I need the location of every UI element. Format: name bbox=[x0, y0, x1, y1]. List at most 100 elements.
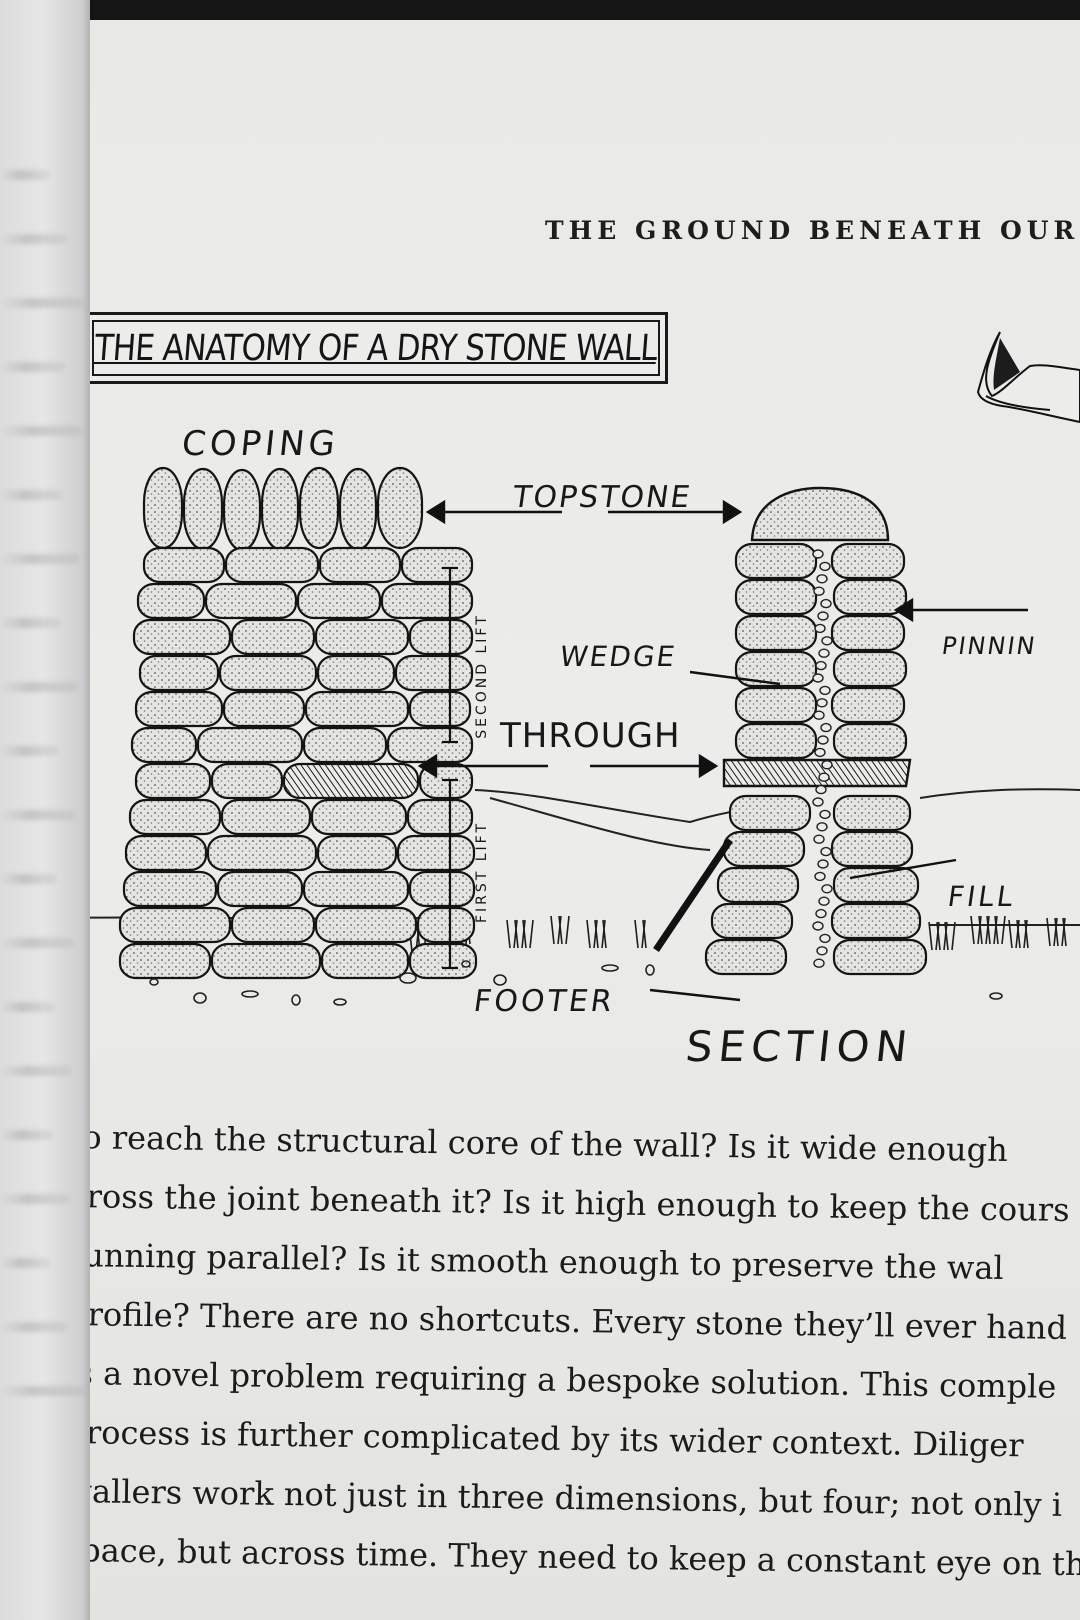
stone bbox=[408, 942, 478, 980]
stone bbox=[230, 906, 316, 944]
fill-pebble bbox=[813, 834, 825, 844]
fill-pebble bbox=[821, 760, 833, 770]
body-paragraph: to reach the structural core of the wall… bbox=[90, 1108, 1080, 1594]
stone bbox=[406, 798, 474, 836]
stone bbox=[314, 618, 410, 656]
stone bbox=[302, 726, 388, 764]
stone bbox=[210, 942, 322, 980]
stone bbox=[416, 906, 476, 944]
facing-page-text-ghost bbox=[0, 1002, 55, 1012]
facing-page-text-ghost bbox=[0, 938, 74, 948]
fill-pebble bbox=[818, 772, 830, 782]
fill-pebble bbox=[813, 586, 825, 596]
stone bbox=[710, 902, 794, 940]
facing-page-text-ghost bbox=[0, 746, 59, 756]
label-wedge: WEDGE bbox=[557, 640, 679, 673]
facing-page-text-ghost bbox=[0, 1130, 53, 1140]
label-arrows bbox=[417, 499, 1028, 1002]
stone bbox=[734, 722, 818, 760]
stone bbox=[222, 690, 306, 728]
fill-pebble bbox=[812, 549, 824, 559]
stone bbox=[210, 762, 284, 800]
fill-pebble bbox=[816, 698, 828, 708]
lift-brackets bbox=[442, 566, 458, 970]
label-second-lift: SECOND LIFT bbox=[474, 613, 490, 739]
facing-page-text-ghost bbox=[0, 298, 84, 308]
facing-page-text-ghost bbox=[0, 362, 65, 372]
stone bbox=[734, 578, 818, 616]
stone bbox=[124, 834, 208, 872]
fill-pebble bbox=[820, 846, 832, 857]
stone bbox=[182, 467, 224, 551]
stone bbox=[230, 618, 316, 656]
fill-pebble bbox=[816, 822, 828, 832]
stone bbox=[832, 578, 908, 616]
stone bbox=[216, 870, 304, 908]
stone bbox=[830, 614, 906, 652]
fill-pebble bbox=[812, 673, 824, 683]
wall-elevation bbox=[118, 466, 478, 980]
stone bbox=[832, 794, 912, 832]
fill-pebble bbox=[818, 896, 830, 906]
wall-section bbox=[653, 486, 928, 976]
stone bbox=[734, 614, 818, 652]
facing-page-text-ghost bbox=[0, 234, 67, 244]
stone bbox=[142, 546, 226, 584]
facing-page-text-ghost bbox=[0, 1066, 72, 1076]
stone bbox=[282, 762, 420, 800]
stone bbox=[380, 582, 474, 620]
stone bbox=[704, 938, 788, 976]
fill-pebble bbox=[815, 660, 827, 671]
fill-pebble bbox=[812, 921, 824, 931]
stone bbox=[142, 466, 184, 550]
stone bbox=[118, 942, 212, 980]
stone bbox=[220, 798, 312, 836]
fill-pebble bbox=[818, 648, 830, 658]
fill-pebble bbox=[821, 884, 833, 894]
stone bbox=[830, 902, 922, 940]
stone bbox=[396, 834, 476, 872]
stone bbox=[222, 468, 262, 552]
stone bbox=[320, 942, 410, 980]
facing-page-text-ghost bbox=[0, 682, 78, 692]
stone bbox=[132, 618, 232, 656]
stone bbox=[408, 690, 472, 728]
stone bbox=[832, 650, 908, 688]
stone bbox=[716, 866, 800, 904]
stone bbox=[310, 798, 408, 836]
stone bbox=[118, 906, 232, 944]
stone bbox=[136, 582, 206, 620]
fill-pebble bbox=[816, 946, 828, 956]
stone bbox=[394, 654, 474, 692]
label-section: SECTION bbox=[683, 1022, 916, 1071]
fill-pebble bbox=[816, 574, 828, 584]
label-pinning: PINNIN bbox=[940, 632, 1039, 660]
stone bbox=[728, 794, 812, 832]
stone bbox=[128, 798, 222, 836]
stone bbox=[314, 906, 418, 944]
fill-pebble bbox=[821, 636, 833, 646]
facing-page-text-ghost bbox=[0, 170, 50, 180]
facing-page-text-ghost bbox=[0, 1258, 51, 1268]
top-shadow bbox=[90, 0, 1080, 22]
fill-pebble bbox=[814, 623, 826, 634]
stone bbox=[218, 654, 318, 692]
stone bbox=[408, 618, 474, 656]
stone bbox=[722, 830, 806, 868]
stone bbox=[224, 546, 320, 584]
facing-page bbox=[0, 0, 96, 1620]
stone bbox=[304, 690, 410, 728]
facing-page-text-ghost bbox=[0, 426, 82, 436]
facing-page-text-ghost bbox=[0, 1194, 70, 1204]
swallow-bird bbox=[976, 331, 1080, 424]
stone bbox=[302, 870, 410, 908]
stone bbox=[298, 466, 340, 550]
fill-pebble bbox=[814, 871, 826, 882]
through-stone bbox=[722, 758, 912, 788]
stone bbox=[296, 582, 382, 620]
stone bbox=[832, 938, 928, 976]
facing-page-text-ghost bbox=[0, 810, 76, 820]
fill-pebble bbox=[819, 561, 831, 572]
stone bbox=[830, 830, 914, 868]
label-fill: FILL bbox=[945, 880, 1018, 913]
